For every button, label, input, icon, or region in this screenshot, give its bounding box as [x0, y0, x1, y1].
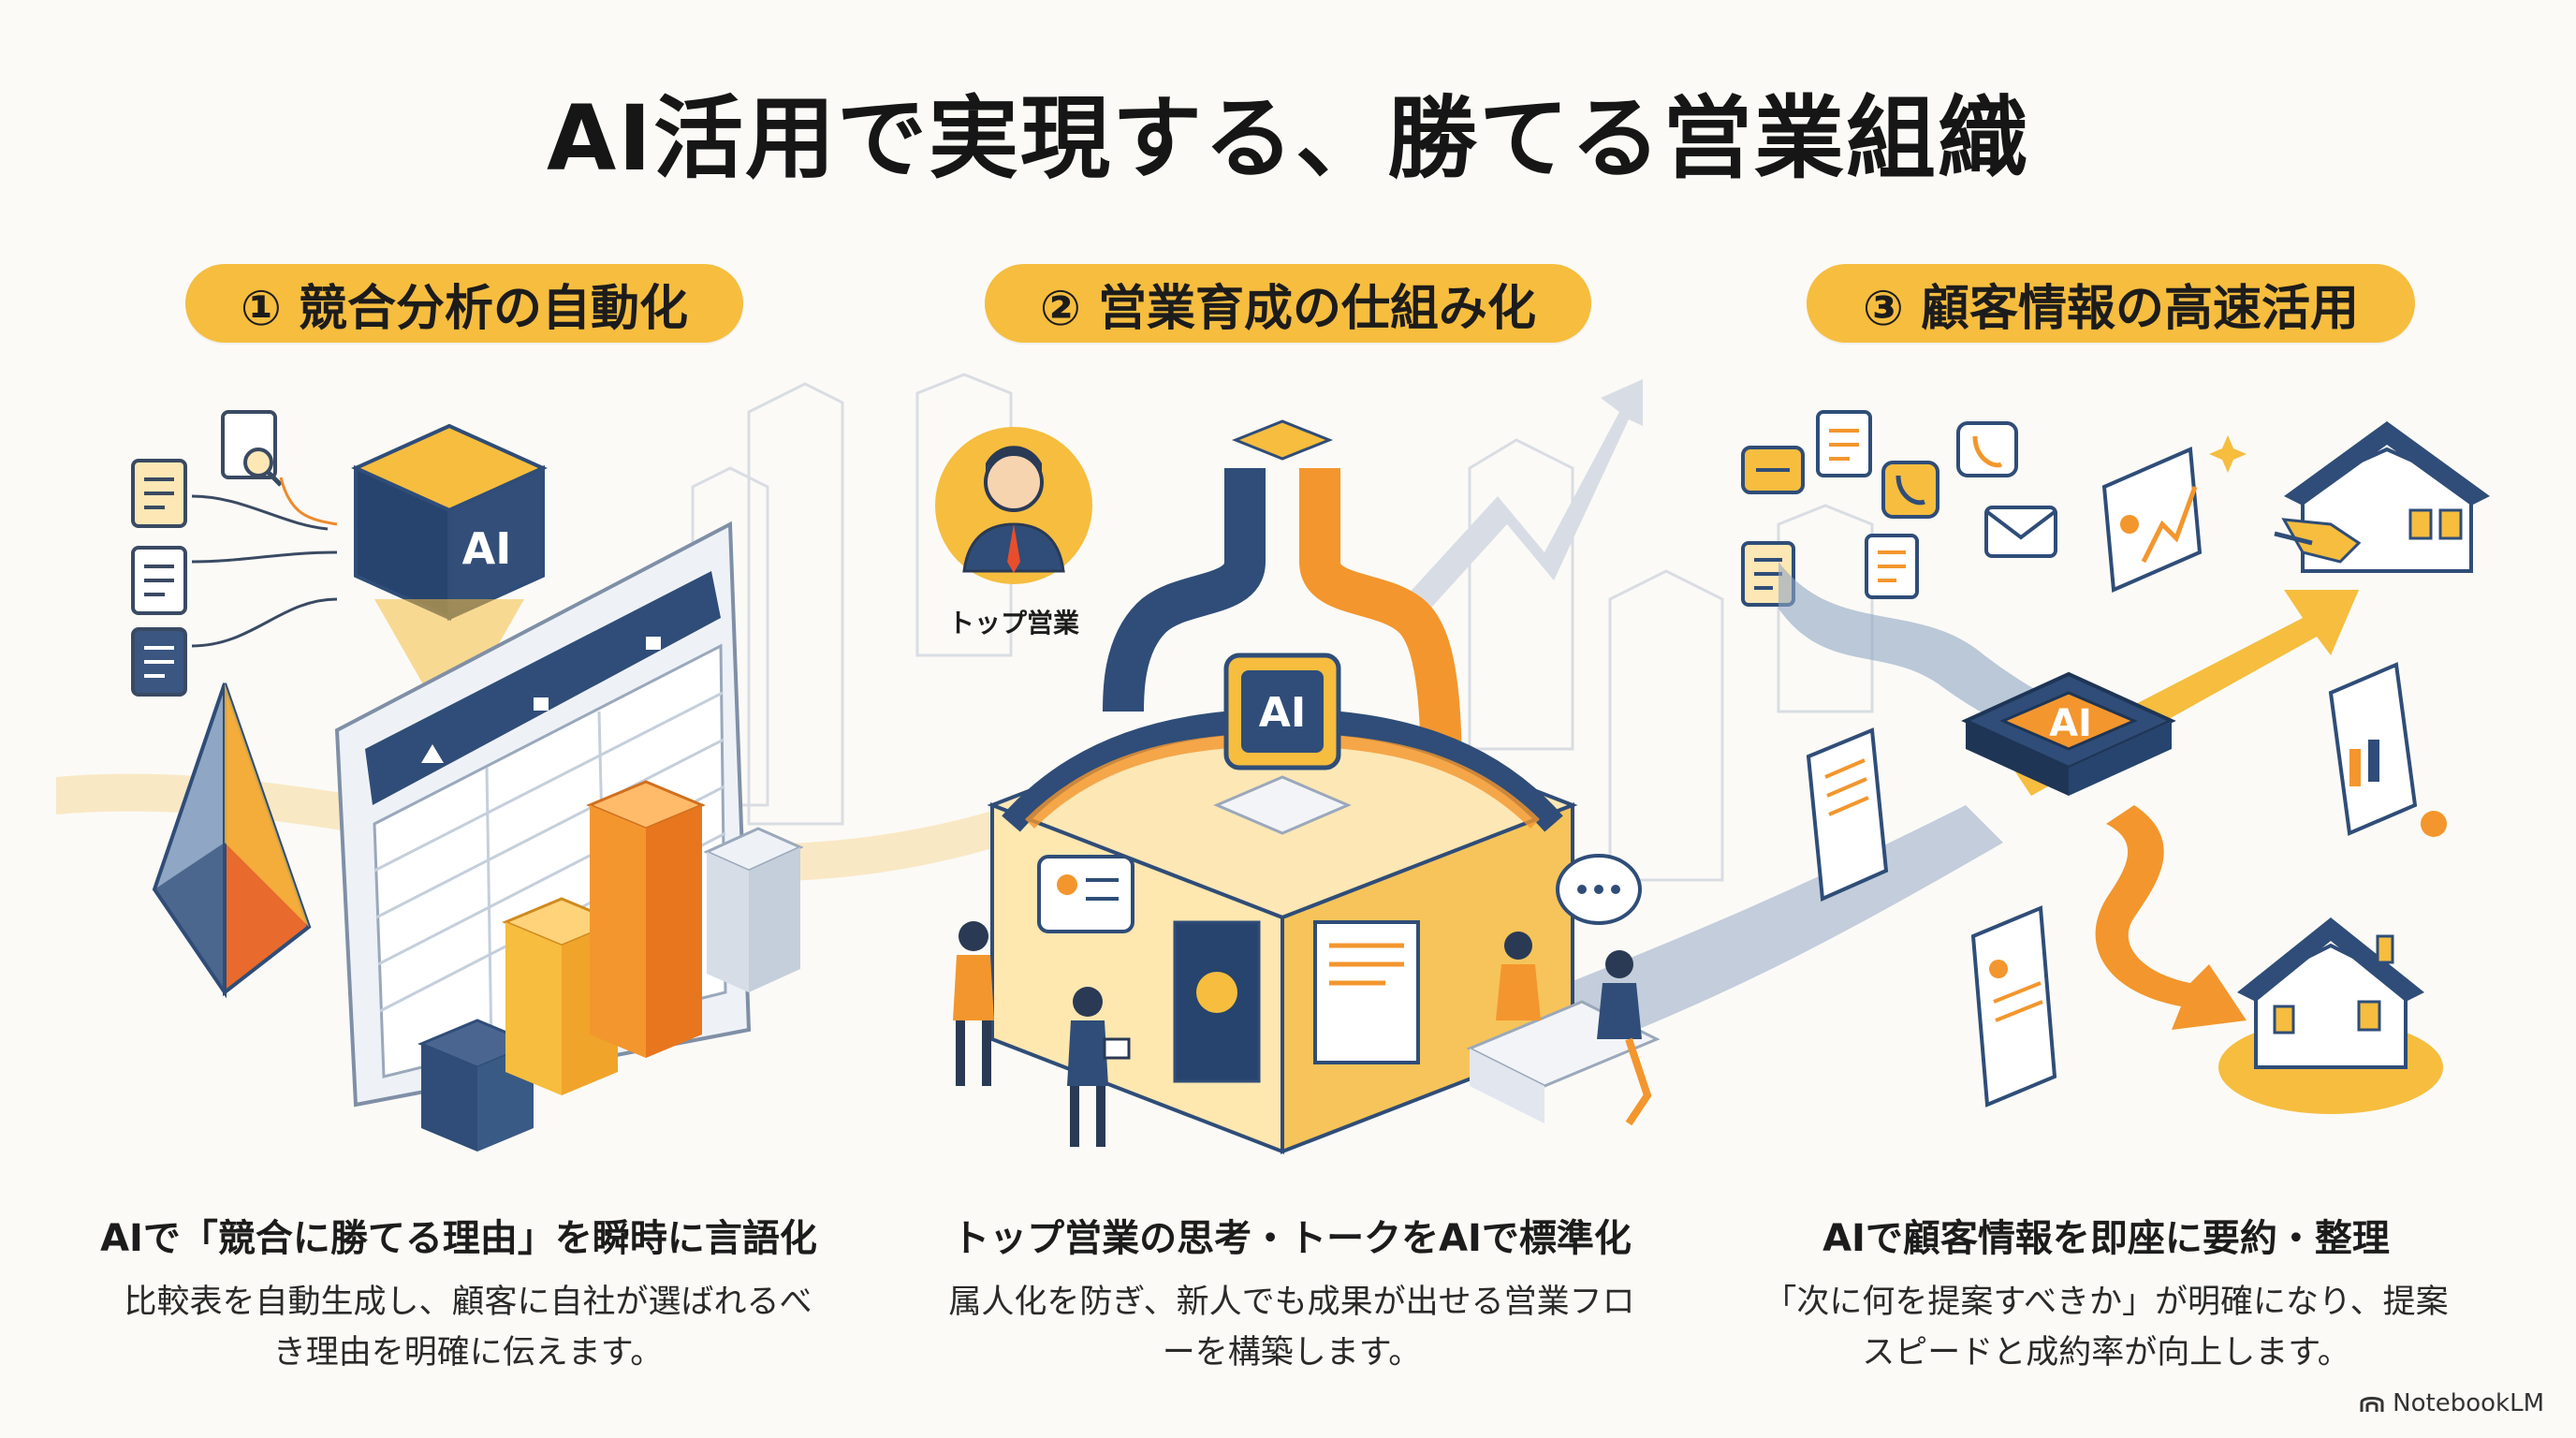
document-icon: [131, 459, 187, 528]
phone-icon: [1881, 461, 1939, 519]
section-1-headline: AIで「競合に勝てる理由」を瞬時に言語化: [100, 1217, 817, 1260]
section-1-body: 比較表を自動生成し、顧客に自社が選ばれるべき理由を明確に伝えます。: [124, 1284, 812, 1372]
document-icon: [1865, 534, 1919, 599]
avatar-label: トップ営業: [948, 608, 1079, 638]
ai-chip: AI: [1961, 671, 2176, 796]
section-3-body: 「次に何を提案すべきか」が明確になり、提案スピードと成約率が向上します。: [1764, 1284, 2449, 1372]
growth-arrow: [1395, 379, 1643, 627]
document-icon: [131, 627, 187, 697]
sales-person-figure: [1067, 987, 1131, 1147]
ai-chip-label: AI: [2049, 702, 2092, 745]
ai-cube: AI: [351, 423, 548, 730]
document-icon: [1816, 410, 1872, 477]
brand-name: NotebookLM: [2393, 1389, 2544, 1417]
section-2-badge: ② 営業育成の仕組み化: [985, 264, 1591, 343]
phone-icon: [1956, 421, 2018, 477]
section-3-badge: ③ 顧客情報の高速活用: [1807, 264, 2415, 343]
section-2-headline: トップ営業の思考・トークをAIで標準化: [952, 1217, 1632, 1260]
house-icon: [2218, 917, 2443, 1114]
section-2-illustration: トップ営業 AI: [935, 379, 1661, 1154]
top-sales-avatar: [935, 427, 1092, 584]
report-card: [2328, 662, 2447, 837]
section-3-headline: AIで顧客情報を即座に要約・整理: [1822, 1217, 2390, 1260]
navy-pipe: [1103, 468, 1266, 712]
chat-icon: [1741, 446, 1805, 494]
flow-band-2: [1544, 805, 2003, 1049]
document-stack: [1970, 905, 2057, 1108]
proposal-arrow: [2095, 805, 2247, 1030]
page-title: AI活用で実現する、勝てる営業組織: [546, 86, 2029, 191]
chat-bubble-icon: [1556, 854, 1642, 925]
section-2-body: 属人化を防ぎ、新人でも成果が出せる営業フローを構築します。: [948, 1284, 1635, 1372]
brand-watermark: NotebookLM: [2359, 1389, 2544, 1417]
sales-person-figure: [953, 921, 994, 1086]
ai-chip: AI: [1223, 653, 1341, 770]
section-1-illustration: AI: [131, 410, 804, 1152]
growth-chart-card: [2101, 435, 2247, 593]
notebooklm-logo-icon: [2360, 1397, 2384, 1412]
document-icon: [131, 546, 187, 615]
meeting-desk: [1466, 932, 1661, 1126]
ai-chip-label: AI: [1259, 689, 1306, 737]
pyramid-chart: [152, 682, 312, 999]
magnifier-document-icon: [221, 410, 283, 487]
section-3-illustration: AI: [1741, 410, 2490, 1114]
handshake-icon: [2274, 518, 2362, 564]
bar-chart: [417, 780, 804, 1152]
document-stack: [1806, 727, 1889, 902]
section-1-badge: ① 競合分析の自動化: [185, 264, 743, 343]
ai-cube-label: AI: [462, 523, 512, 574]
mail-icon: [1984, 506, 2057, 558]
